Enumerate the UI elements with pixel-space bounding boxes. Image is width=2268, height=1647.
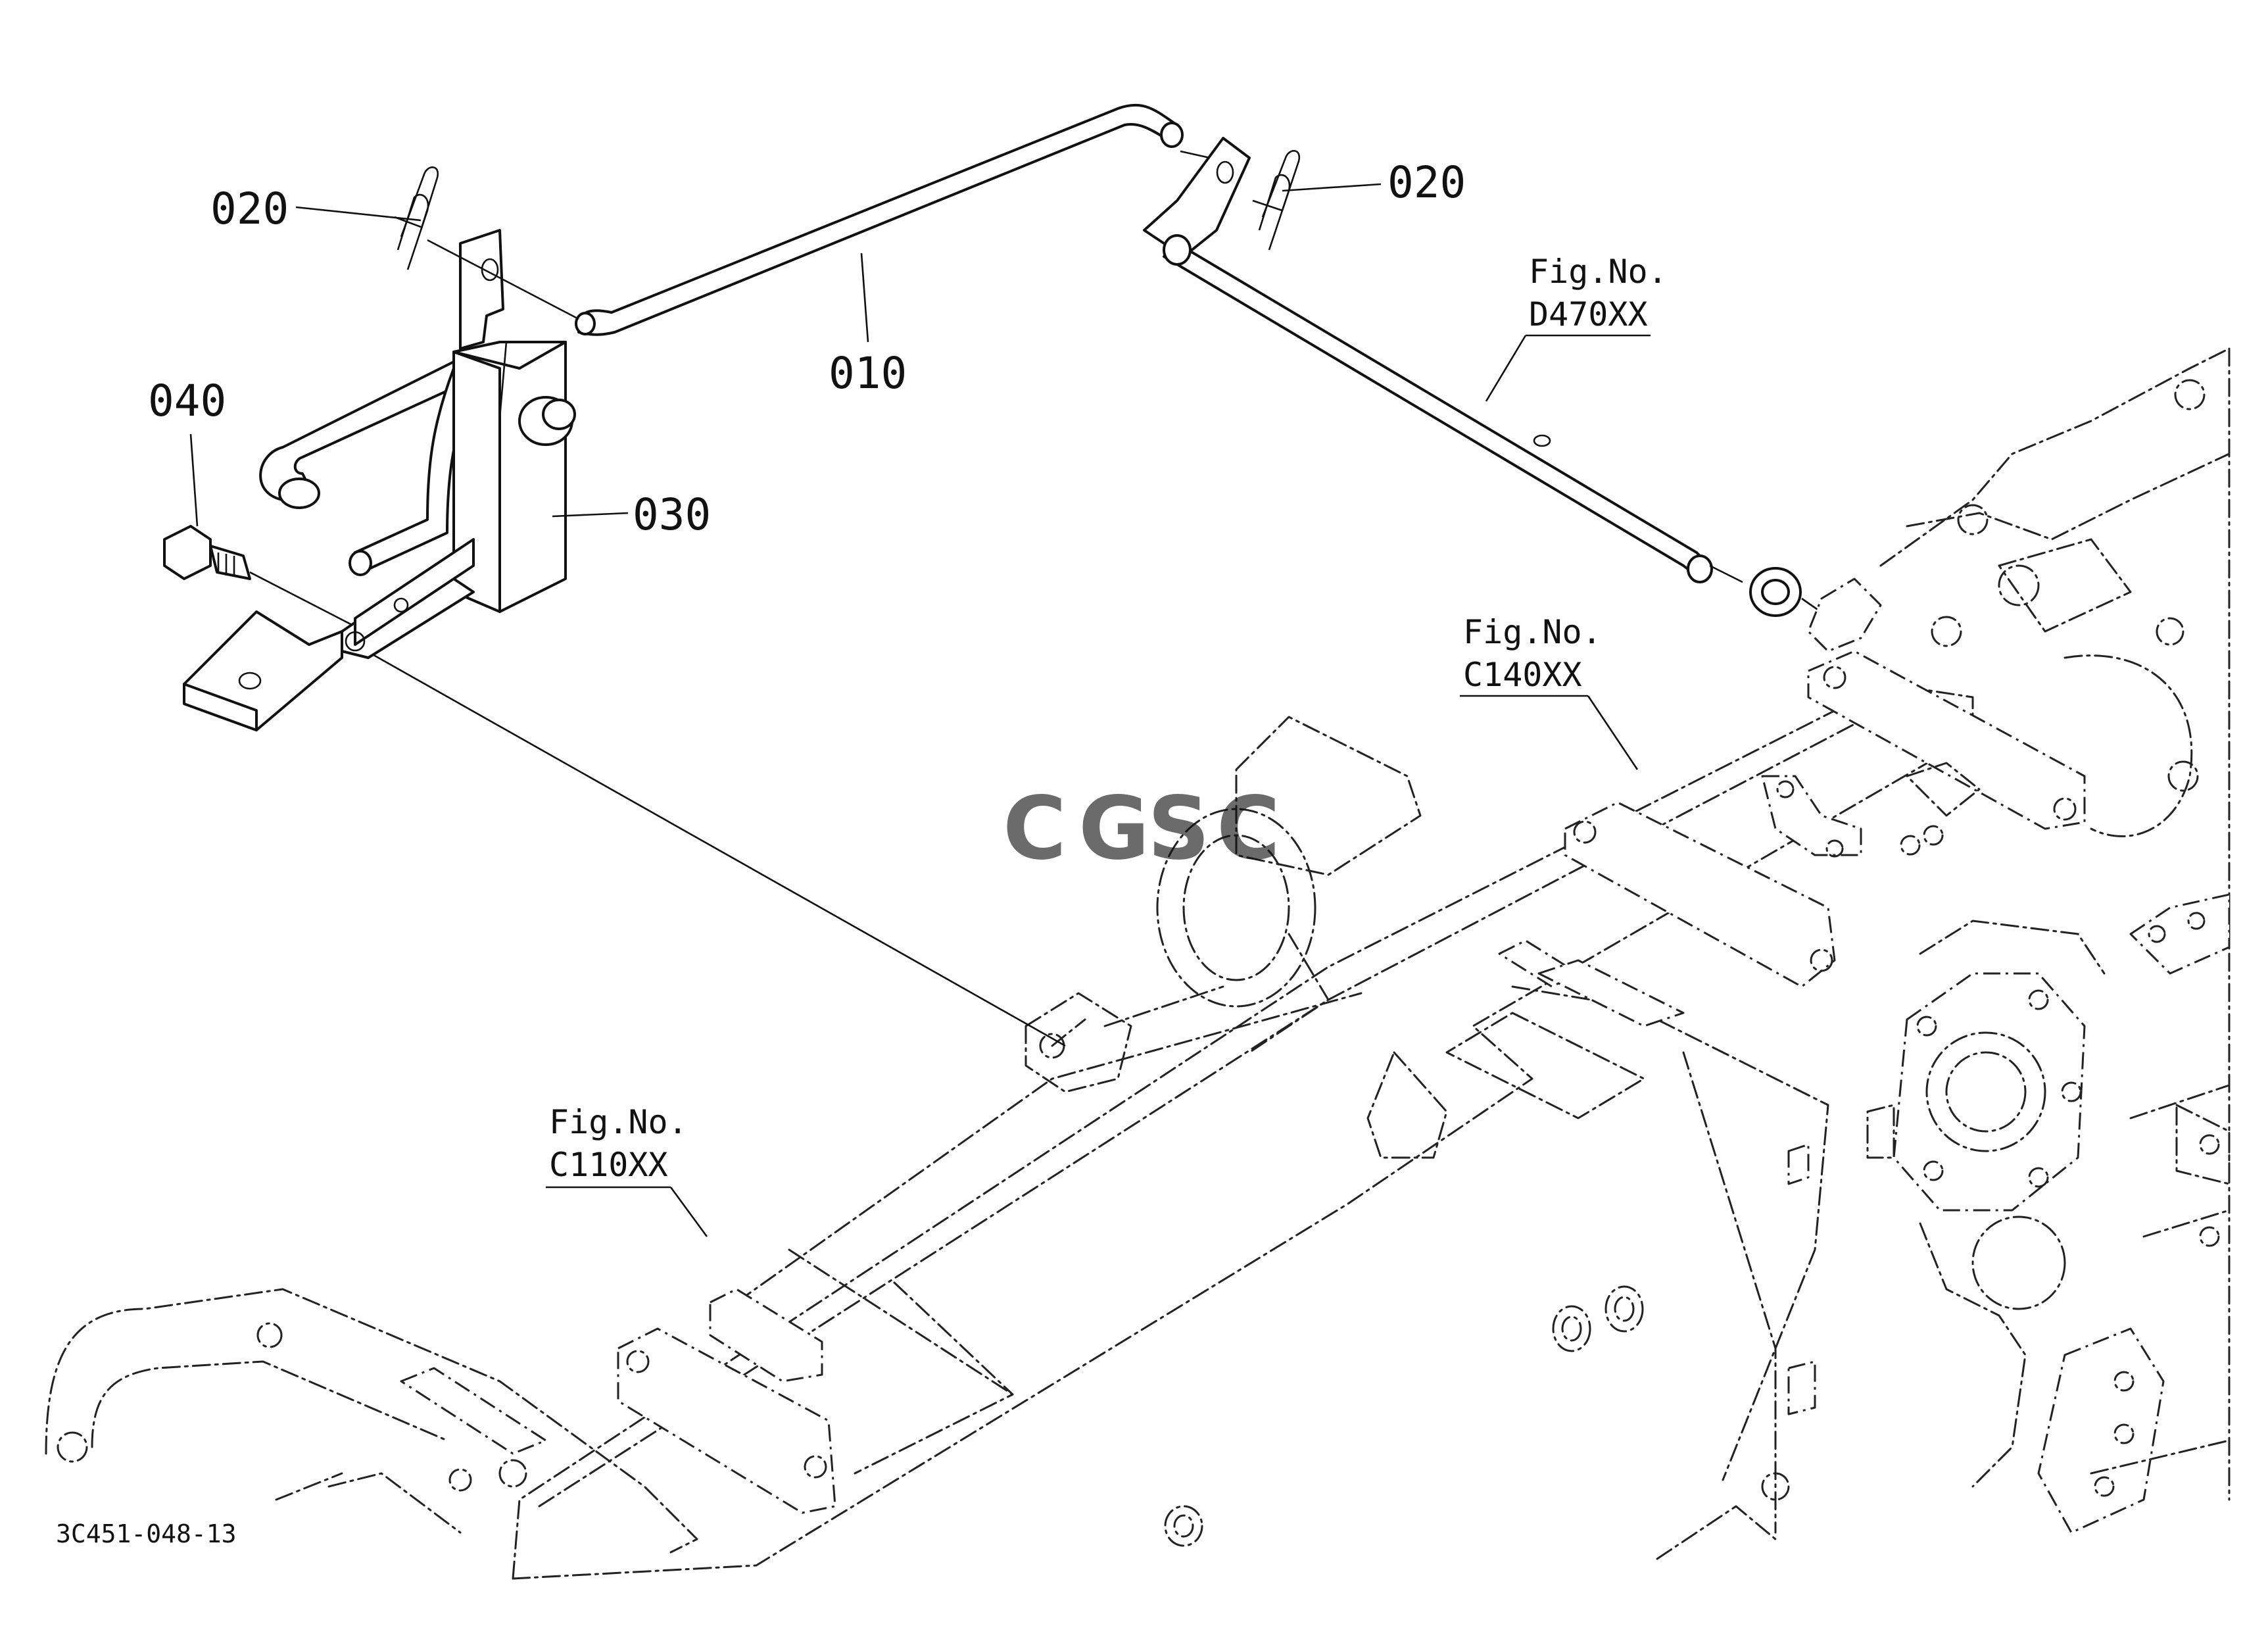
- label-020-left: 020: [210, 184, 289, 234]
- part-040-bolt: [163, 525, 359, 629]
- figref-c110-line2: C110XX: [549, 1146, 668, 1184]
- figref-c140-line2: C140XX: [1463, 656, 1582, 694]
- part-030-bracket: [183, 229, 576, 731]
- assembly-centerline: [354, 643, 1066, 1047]
- watermark-letter-3: S: [1147, 778, 1210, 879]
- drawing-code: 3C451-048-13: [56, 1519, 237, 1548]
- labels: 020 020 010 030 040 Fig.No. D470XX Fig.N…: [56, 157, 1668, 1548]
- label-020-right: 020: [1387, 157, 1466, 208]
- part-020-pin-right: [1252, 150, 1301, 251]
- label-030: 030: [633, 489, 711, 540]
- figref-c110-line1: Fig.No.: [549, 1103, 688, 1141]
- watermark-letter-2: G: [1078, 778, 1149, 879]
- watermark-logo: C G S C: [1003, 778, 1280, 879]
- part-020-pin-left: [394, 166, 579, 320]
- watermark-letter-4: C: [1217, 778, 1280, 879]
- label-040: 040: [148, 376, 226, 426]
- label-010: 010: [829, 348, 907, 399]
- shaft-reference: [1143, 137, 1882, 652]
- figref-c140-line1: Fig.No.: [1463, 613, 1602, 651]
- tractor-frame-context: [45, 347, 2231, 1580]
- figref-d470-line2: D470XX: [1529, 295, 1648, 333]
- leader-lines: [189, 183, 1651, 1237]
- figref-d470-line1: Fig.No.: [1529, 253, 1668, 291]
- part-010-rod: [575, 103, 1184, 336]
- watermark-letter-1: C: [1003, 778, 1067, 879]
